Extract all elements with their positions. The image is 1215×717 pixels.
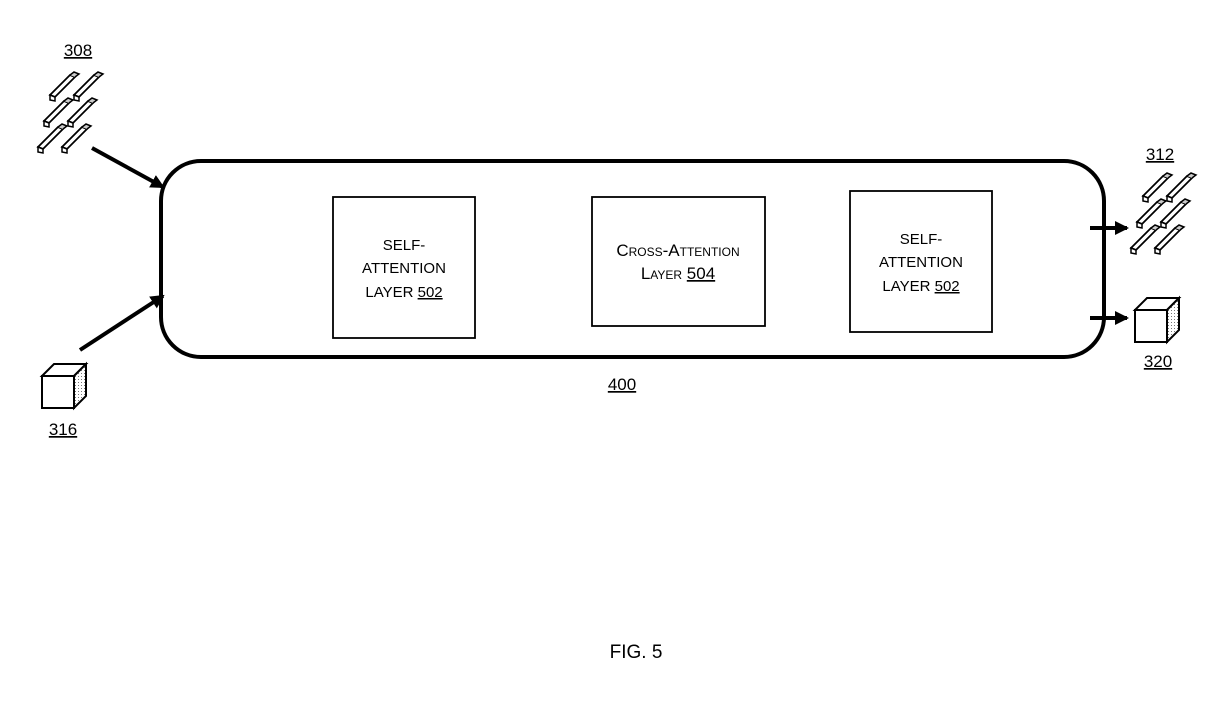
cross-attention-layer: Cross-Attention Layer 504 [591,196,766,327]
layer-label-line2: ATTENTION [879,254,963,271]
layer-label-line2: ATTENTION [362,260,446,277]
label-312: 312 [1146,145,1174,164]
label-308: 308 [64,41,92,60]
self-attention-layer-2: SELF- ATTENTION LAYER 502 [849,190,993,333]
layer-label-line3: LAYER 502 [882,278,959,295]
output-cube-icon [1134,297,1180,343]
input-arrow-cube [78,294,165,352]
layer-label-line1: SELF- [383,237,426,254]
input-arrow-tokens [91,146,165,189]
layer-label-line1: SELF- [900,231,943,248]
label-316: 316 [49,420,77,439]
label-320: 320 [1144,352,1172,371]
layer-label-line3: LAYER 502 [365,284,442,301]
transformer-block-400 [159,159,1106,359]
self-attention-layer-1: SELF- ATTENTION LAYER 502 [332,196,476,339]
label-400: 400 [608,375,636,394]
figure-caption: FIG. 5 [610,642,663,663]
input-cube-icon [41,363,87,409]
layer-label-line1: Cross-Attention [616,241,739,260]
output-tokens-icon [1131,173,1196,254]
input-tokens-icon [38,72,103,153]
layer-label-line2: Layer 504 [641,264,715,283]
